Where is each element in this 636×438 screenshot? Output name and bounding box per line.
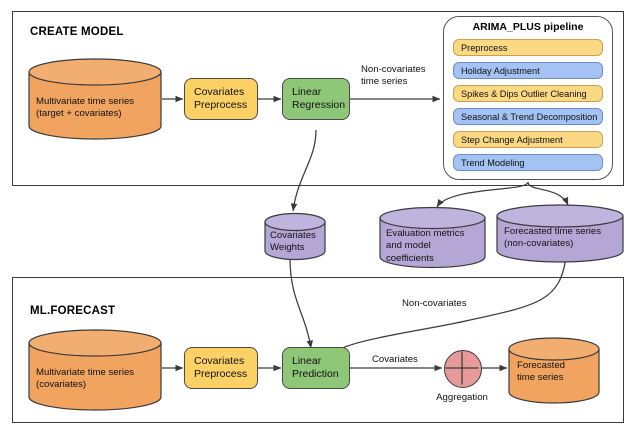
pipeline-step-label: Preprocess: [461, 42, 508, 53]
create-model-preprocess-label: Covariates Preprocess: [194, 85, 248, 111]
cylinder-shape: [28, 329, 162, 411]
create-model-input-store-label: Multivariate time series (target + covar…: [36, 96, 135, 120]
pipeline-step-label: Seasonal & Trend Decomposition: [461, 111, 598, 122]
edge-label-non-covariates: Non-covariates: [402, 298, 467, 309]
linear-regression-box[interactable]: Linear Regression: [282, 78, 350, 120]
edge-label-covariates: Covariates: [372, 354, 418, 365]
pipeline-step-preprocess[interactable]: Preprocess: [453, 39, 603, 56]
artifact-evaluation-metrics-label: Evaluation metrics and model coefficient…: [386, 228, 465, 264]
artifact-covariates-weights-label: Covariates Weights: [270, 230, 316, 254]
pipeline-step-label: Trend Modeling: [461, 157, 525, 168]
cylinder-shape: [28, 58, 162, 140]
arima-plus-pipeline-box: ARIMA_PLUS pipeline Preprocess Holiday A…: [443, 16, 613, 180]
artifact-evaluation-metrics: Evaluation metrics and model coefficient…: [379, 206, 486, 269]
create-model-group: [12, 11, 624, 186]
pipeline-step-label: Holiday Adjustment: [461, 65, 540, 76]
ml-forecast-preprocess-label: Covariates Preprocess: [194, 354, 248, 380]
pipeline-step-label: Spikes & Dips Outlier Cleaning: [461, 88, 587, 99]
create-model-preprocess-box[interactable]: Covariates Preprocess: [184, 78, 258, 120]
aggregation-node[interactable]: [444, 350, 482, 388]
ml-forecast-preprocess-box[interactable]: Covariates Preprocess: [184, 347, 258, 389]
create-model-title: CREATE MODEL: [30, 26, 124, 38]
linear-regression-label: Linear Regression: [292, 85, 346, 111]
cylinder-shape: [508, 337, 600, 404]
ml-forecast-input-store-label: Multivariate time series (covariates): [36, 367, 135, 391]
linear-prediction-label: Linear Prediction: [292, 354, 339, 380]
artifact-covariates-weights: Covariates Weights: [264, 212, 326, 261]
ml-forecast-input-store: Multivariate time series (covariates): [28, 329, 162, 411]
artifact-forecasted-non-covariates: Forecasted time series (non-covariates): [496, 204, 624, 263]
ml-forecast-output-store: Forecasted time series: [508, 337, 600, 404]
cylinder-shape: [264, 212, 326, 261]
linear-prediction-box[interactable]: Linear Prediction: [282, 347, 350, 389]
ml-forecast-title: ML.FORECAST: [30, 305, 116, 317]
ml-forecast-group: [12, 277, 624, 423]
ml-forecast-output-store-label: Forecasted time series: [517, 360, 565, 384]
create-model-input-store: Multivariate time series (target + covar…: [28, 58, 162, 140]
aggregation-label: Aggregation: [436, 392, 488, 403]
cylinder-shape: [379, 206, 486, 269]
arima-plus-pipeline-title: ARIMA_PLUS pipeline: [472, 21, 584, 33]
pipeline-step-step-change-adjustment[interactable]: Step Change Adjustment: [453, 131, 603, 148]
pipeline-step-holiday-adjustment[interactable]: Holiday Adjustment: [453, 62, 603, 79]
cylinder-shape: [496, 204, 624, 263]
pipeline-step-label: Step Change Adjustment: [461, 134, 563, 145]
artifact-forecasted-non-covariates-label: Forecasted time series (non-covariates): [504, 226, 602, 250]
pipeline-step-spikes-dips-outlier-cleaning[interactable]: Spikes & Dips Outlier Cleaning: [453, 85, 603, 102]
pipeline-step-seasonal-trend-decomposition[interactable]: Seasonal & Trend Decomposition: [453, 108, 603, 125]
edge-label-non-covariates-time-series: Non-covariates time series: [361, 64, 426, 88]
pipeline-step-trend-modeling[interactable]: Trend Modeling: [453, 154, 603, 171]
plus-in-circle-icon: [445, 351, 479, 385]
